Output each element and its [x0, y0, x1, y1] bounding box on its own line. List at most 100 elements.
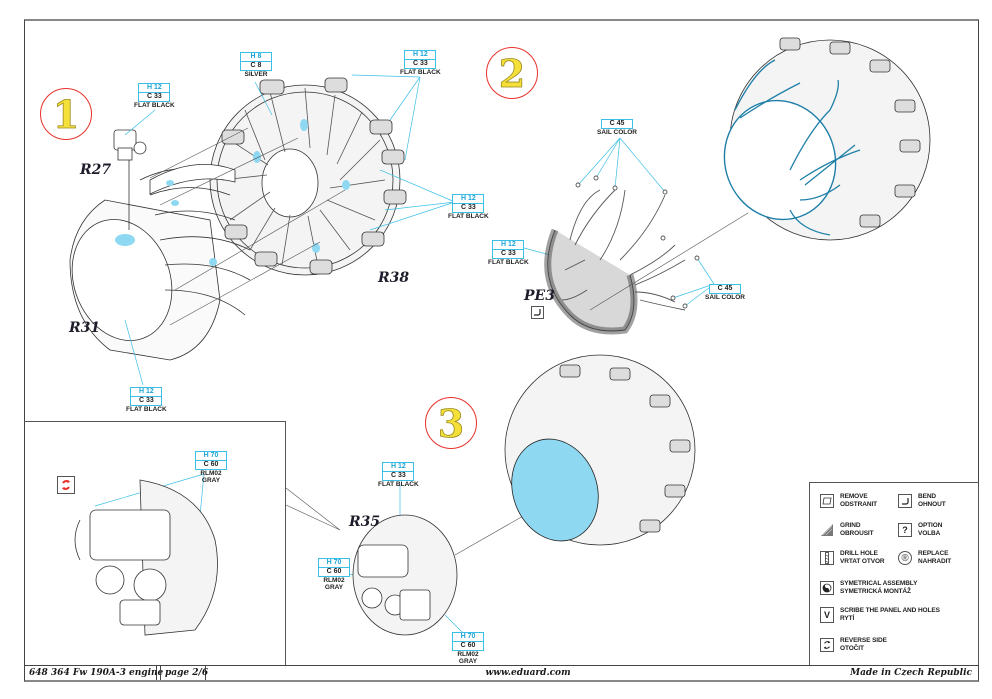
- assembly-line-step2: [589, 212, 749, 311]
- legend-label: REMOVE: [840, 493, 868, 500]
- paint-code-c: C 60: [195, 461, 227, 470]
- part-label-r38: R38: [378, 270, 410, 286]
- legend-label-cz: ODSTRANIT: [840, 501, 878, 508]
- inset-detail-drawing: [74, 479, 218, 636]
- paint-name: RLM02: [323, 577, 345, 584]
- paint-code-h: H 70: [452, 632, 484, 642]
- paint-name: SAIL COLOR: [597, 129, 637, 136]
- legend-label: GRIND: [840, 522, 861, 529]
- paint-callout: H 70 C 60 RLM02 GRAY: [452, 632, 484, 665]
- replace-icon: ®: [898, 551, 912, 565]
- bend-icon: [898, 494, 912, 508]
- paint-code-h: H 12: [492, 240, 525, 250]
- paint-name-2: GRAY: [201, 477, 221, 484]
- legend-label-cz: VRTAT OTVOR: [840, 558, 885, 565]
- step-number: 3: [437, 400, 465, 446]
- step-number: 1: [52, 91, 80, 137]
- legend-label-cz: OBROUSIT: [840, 530, 874, 537]
- engine-wired-drawing: [723, 37, 931, 241]
- paint-name: FLAT BLACK: [126, 406, 167, 413]
- paint-code-c: C 8: [240, 62, 272, 71]
- remove-icon: [820, 494, 834, 508]
- part-r27-drawing: [113, 129, 147, 230]
- paint-callout: H 12 C 33 FLAT BLACK: [378, 462, 419, 488]
- legend-label: REVERSE SIDE: [840, 637, 887, 644]
- paint-code-c: C 33: [492, 250, 525, 259]
- page-footer: 648 364 Fw 190A-3 engine page 2/6 www.ed…: [24, 665, 979, 682]
- paint-name: RLM02: [457, 651, 479, 658]
- paint-callout: H 12 C 33 FLAT BLACK: [488, 240, 529, 266]
- paint-name: FLAT BLACK: [134, 102, 175, 109]
- reverse-side-icon: [57, 476, 75, 494]
- part-r35-drawing: [352, 514, 458, 636]
- paint-code-h: H 12: [382, 462, 415, 472]
- paint-name-2: GRAY: [458, 658, 478, 665]
- paint-callout: H 70 C 60 RLM02 GRAY: [318, 558, 350, 591]
- paint-code-c: C 45: [708, 284, 741, 294]
- part-label-r27: R27: [80, 162, 112, 178]
- legend-label-cz: OHNOUT: [918, 501, 946, 508]
- assembly-lines-step1: [149, 127, 346, 326]
- paint-name: FLAT BLACK: [378, 481, 419, 488]
- option-icon: ?: [898, 523, 912, 537]
- paint-code-c: C 60: [318, 568, 350, 577]
- legend-label: DRILL HOLE: [840, 550, 878, 557]
- paint-code-c: C 33: [130, 397, 163, 406]
- paint-name: SAIL COLOR: [705, 294, 745, 301]
- reverse-side-icon: [820, 638, 834, 652]
- step-number: 2: [498, 50, 526, 96]
- paint-code-c: C 33: [404, 60, 437, 69]
- paint-name: SILVER: [244, 71, 268, 78]
- paint-callout: H 12 C 33 FLAT BLACK: [134, 83, 175, 109]
- paint-callout: H 8 C 8 SILVER: [240, 52, 272, 78]
- paint-code-c: C 33: [382, 472, 415, 481]
- legend-label-cz: RYTÍ: [840, 615, 855, 622]
- legend-label-cz: OTOČIT: [840, 645, 864, 652]
- drill-hole-icon: [820, 551, 834, 565]
- part-label-r31: R31: [69, 320, 101, 336]
- paint-callout: H 12 C 33 FLAT BLACK: [126, 387, 167, 413]
- paint-callout: H 70 C 60 RLM02 GRAY: [195, 451, 227, 484]
- legend-label-cz: VOLBA: [918, 530, 941, 537]
- kit-title: 648 364 Fw 190A-3 engine: [25, 666, 163, 680]
- part-r31-drawing: [69, 164, 251, 361]
- engine-r38-drawing: [209, 77, 407, 276]
- paint-code-h: H 8: [240, 52, 272, 62]
- paint-code-h: H 70: [318, 558, 350, 568]
- legend-label: REPLACE: [918, 550, 949, 557]
- part-label-r35: R35: [349, 514, 381, 530]
- website-link[interactable]: www.eduard.com: [485, 668, 571, 678]
- paint-code-c: C 60: [452, 642, 484, 651]
- paint-name: FLAT BLACK: [400, 69, 441, 76]
- paint-code-h: H 12: [138, 83, 171, 93]
- grind-icon: [820, 523, 834, 537]
- legend-label: SYMETRICAL ASSEMBLY: [840, 580, 918, 587]
- legend-label: SCRIBE THE PANEL AND HOLES: [840, 607, 940, 614]
- step-2-badge: 2: [486, 47, 538, 99]
- paint-callout: H 12 C 33 FLAT BLACK: [448, 194, 489, 220]
- legend-label: BEND: [918, 493, 937, 500]
- page-number: page 2/6: [160, 666, 208, 680]
- paint-code-c: C 45: [600, 119, 633, 129]
- paint-name-2: GRAY: [324, 584, 344, 591]
- paint-callout: C 45 SAIL COLOR: [597, 119, 637, 136]
- origin-text: Made in Czech Republic: [850, 668, 972, 678]
- legend-label-cz: SYMETRICKÁ MONTÁŽ: [840, 588, 911, 595]
- symmetrical-assembly-icon: [820, 581, 834, 595]
- paint-code-h: H 12: [452, 194, 485, 204]
- wiring-harness-pe3-drawing: [544, 175, 700, 335]
- paint-code-h: H 12: [130, 387, 163, 397]
- paint-name: FLAT BLACK: [448, 213, 489, 220]
- paint-callout: C 45 SAIL COLOR: [705, 284, 745, 301]
- paint-code-c: C 33: [452, 204, 485, 213]
- step-1-badge: 1: [40, 88, 92, 140]
